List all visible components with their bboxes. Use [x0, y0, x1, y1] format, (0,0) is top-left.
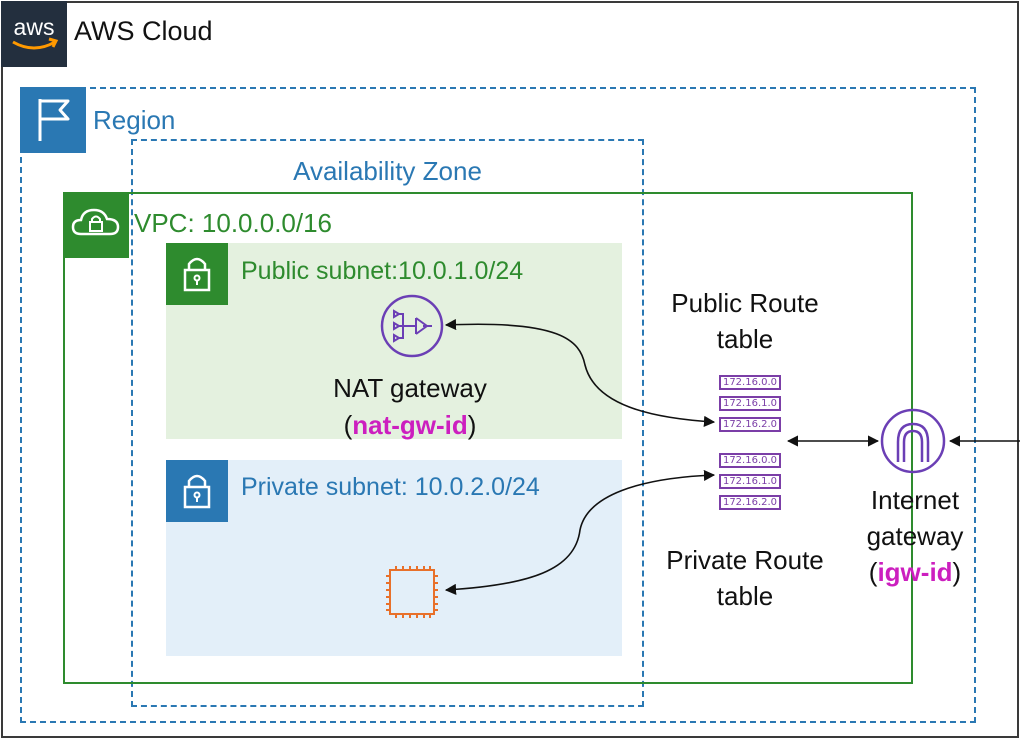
private-route-table-label-line1: Private Route — [666, 545, 824, 575]
padlock-icon — [166, 460, 228, 522]
region-title: Region — [93, 105, 176, 135]
public-route-table-label-line1: Public Route — [671, 288, 819, 318]
nat-gateway-name: NAT gateway — [333, 373, 487, 403]
padlock-icon — [166, 243, 228, 305]
public-subnet-title: Public subnet:10.0.1.0/24 — [241, 257, 524, 285]
internet-gateway-label-line2: gateway — [866, 521, 964, 551]
route-table-row: 172.16.1.0 — [719, 474, 781, 489]
nat-paren-close: ) — [467, 410, 477, 440]
route-table-row: 172.16.0.0 — [719, 375, 781, 390]
ec2-to-private-route-arrow — [444, 469, 716, 595]
igw-paren-close: ) — [952, 557, 962, 587]
nat-gateway-icon — [380, 294, 444, 358]
private-route-table-label-line2: table — [716, 581, 774, 611]
flag-icon — [20, 87, 86, 153]
route-table-row: 172.16.2.0 — [719, 417, 781, 432]
availability-zone-title: Availability Zone — [293, 156, 482, 186]
route-table-row: 172.16.0.0 — [719, 453, 781, 468]
internet-gateway-id: igw-id — [877, 557, 953, 587]
vpc-title: VPC: 10.0.0.0/16 — [134, 208, 333, 238]
private-route-table-label: Private Route table — [640, 542, 850, 614]
public-route-table-label: Public Route table — [640, 285, 850, 357]
aws-logo-text: aws — [14, 14, 55, 40]
aws-cloud-title: AWS Cloud — [74, 16, 213, 46]
route-table-row: 172.16.2.0 — [719, 495, 781, 510]
nat-gateway-label: NAT gateway (nat-gw-id) — [300, 370, 520, 444]
internet-gateway-label: Internet gateway (igw-id) — [840, 482, 990, 590]
aws-logo-icon: aws — [1, 1, 67, 67]
nat-gateway-id: nat-gw-id — [352, 410, 468, 440]
public-route-table-label-line2: table — [716, 324, 774, 354]
route-table-row: 172.16.1.0 — [719, 396, 781, 411]
internet-gateway-id-line: (igw-id) — [840, 554, 990, 590]
igw-paren-open: ( — [868, 557, 878, 587]
ec2-instance-icon — [386, 566, 438, 618]
internet-gateway-label-line1: Internet — [870, 485, 960, 515]
cloud-lock-icon — [63, 192, 129, 258]
internet-gateway-icon — [880, 408, 946, 474]
vpc-frame — [63, 192, 913, 684]
nat-to-public-route-arrow — [444, 318, 716, 427]
region-frame — [20, 87, 976, 723]
nat-paren-open: ( — [343, 410, 353, 440]
nat-gateway-id-line: (nat-gw-id) — [300, 407, 520, 444]
